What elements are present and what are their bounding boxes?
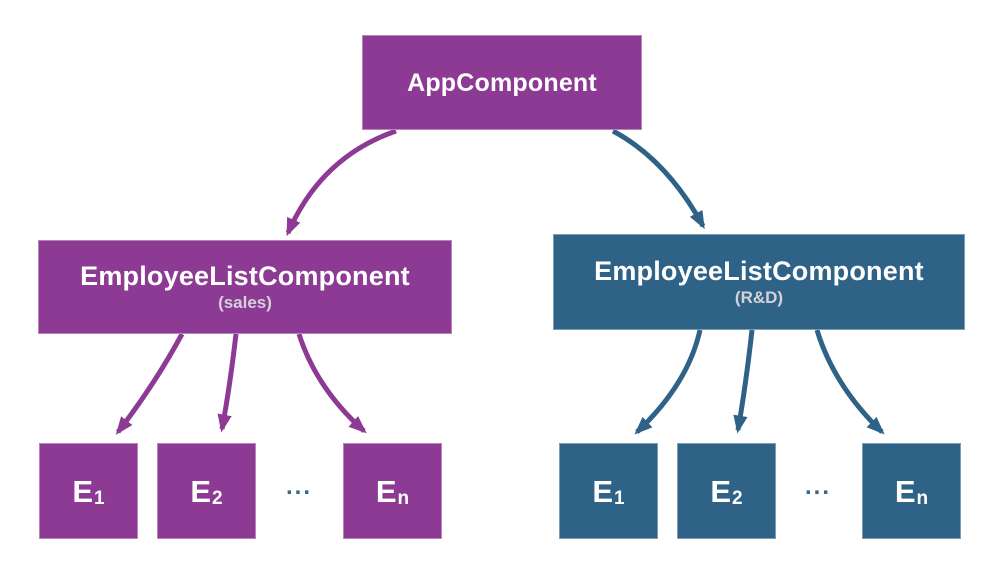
employee-label-subscript: n (916, 487, 929, 509)
employee-label: E (190, 473, 212, 509)
arrow-app-to-rnd (611, 128, 706, 230)
employee-list-sales-subtitle: (sales) (218, 293, 272, 313)
employee-list-sales-box: EmployeeListComponent (sales) (38, 240, 452, 334)
employee-list-rnd-title: EmployeeListComponent (594, 255, 924, 286)
app-component-label: AppComponent (407, 68, 597, 97)
arrow-sales-to-e2 (217, 333, 239, 433)
employee-list-rnd-box: EmployeeListComponent (R&D) (553, 234, 965, 330)
employee-label: E (894, 473, 916, 509)
ellipsis-sales: ... (285, 473, 312, 500)
arrow-sales-to-e1 (115, 332, 185, 435)
employee-label: E (72, 473, 94, 509)
employee-label-subscript: 2 (732, 487, 743, 509)
employee-label: E (710, 473, 732, 509)
arrow-app-to-sales (285, 128, 397, 237)
employee-label: E (592, 473, 614, 509)
employee-label-subscript: 1 (94, 487, 105, 509)
arrow-sales-to-en (296, 333, 367, 434)
employee-label-subscript: 1 (614, 487, 625, 509)
arrow-rnd-to-en (814, 329, 885, 435)
employee-label-subscript: 2 (212, 487, 223, 509)
employee-list-rnd-subtitle: (R&D) (734, 288, 784, 308)
app-component-box: AppComponent (362, 35, 642, 130)
ellipsis-rnd: ... (804, 473, 831, 500)
arrow-rnd-to-e2 (733, 329, 755, 434)
employee-label-subscript: n (397, 487, 410, 509)
employee-label: E (375, 473, 397, 509)
arrow-rnd-to-e1 (634, 329, 703, 435)
employee-list-sales-title: EmployeeListComponent (80, 260, 410, 291)
